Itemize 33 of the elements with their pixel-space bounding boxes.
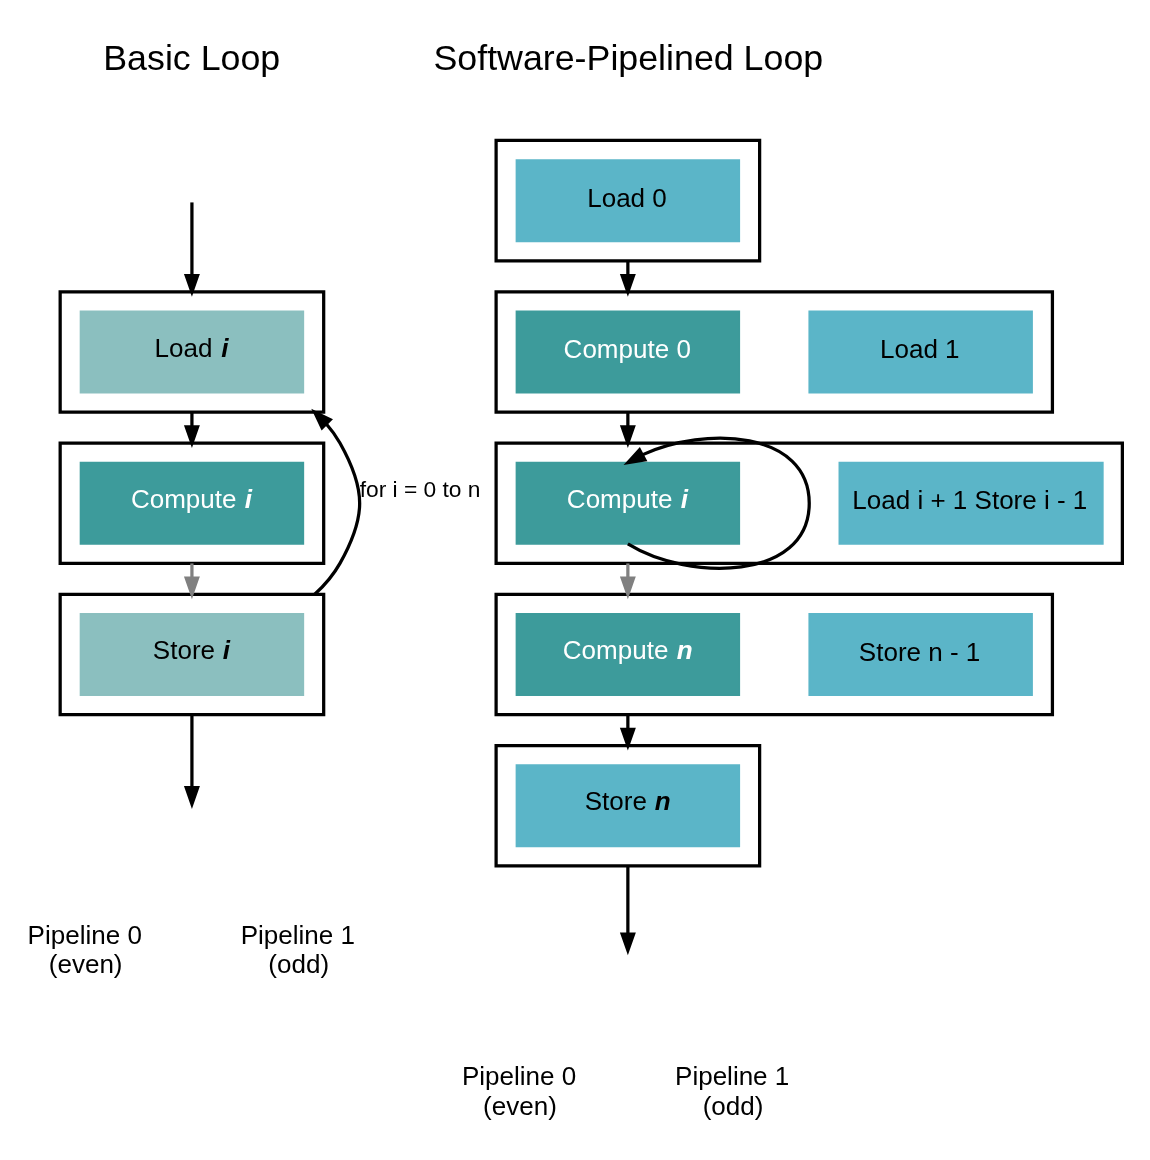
node-box: Compute i (515, 461, 741, 545)
label: Pipeline 0 (even) (27, 919, 142, 979)
arrow (619, 865, 636, 955)
cluster (494, 743, 762, 868)
arrow (183, 201, 200, 297)
label: Software-Pipelined Loop (433, 37, 824, 78)
cluster (494, 138, 762, 262)
arrow (311, 408, 362, 595)
node-box: Load i + 1 Store i - 1 (838, 461, 1104, 545)
node-box: Compute i (79, 461, 305, 545)
arrow (623, 436, 811, 570)
node-box: Compute n (515, 612, 741, 696)
arrow (183, 562, 200, 599)
arrow (183, 411, 200, 448)
node-box: Compute 0 (515, 309, 741, 393)
cluster (494, 289, 1055, 414)
edge-label: for i = 0 to n (359, 475, 481, 502)
cluster (58, 440, 326, 565)
node-box: Store n (515, 763, 741, 847)
node-box: Load 1 (808, 309, 1033, 393)
label: Basic Loop (103, 37, 281, 78)
cluster (58, 592, 326, 716)
node-box: Store i (79, 612, 305, 696)
cluster (58, 289, 326, 414)
label: Pipeline 1 (odd) (675, 1060, 790, 1121)
cluster (494, 592, 1055, 716)
node-box: Load 0 (515, 158, 741, 242)
node-box: Store n - 1 (808, 612, 1033, 696)
label: Pipeline 0 (even) (461, 1060, 577, 1121)
node-box: Load i (79, 309, 305, 393)
cluster (494, 440, 1124, 565)
label: Pipeline 1 (odd) (240, 919, 355, 979)
arrow (183, 714, 200, 809)
